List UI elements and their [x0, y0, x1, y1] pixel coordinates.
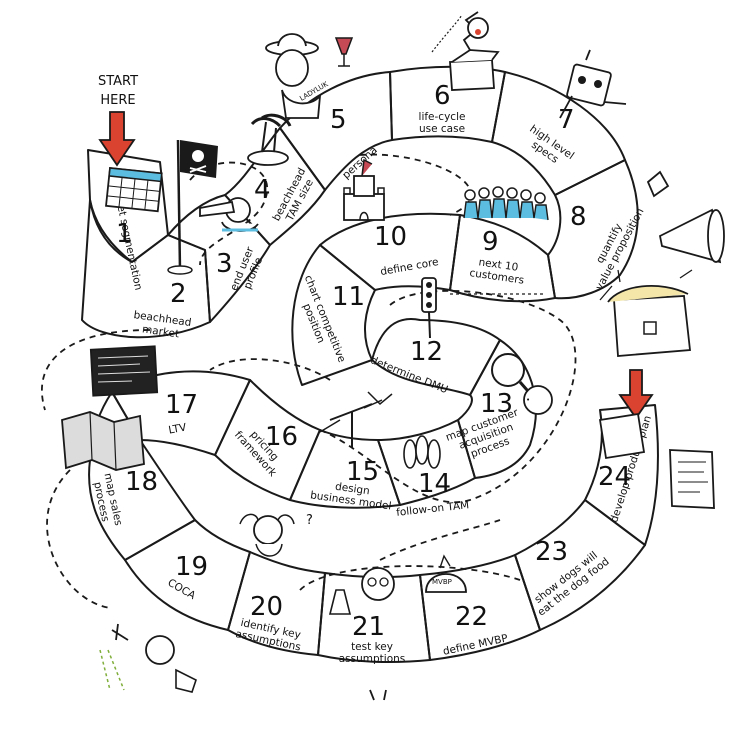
- step-20-number: 20: [250, 592, 283, 622]
- step-10-number: 10: [374, 222, 407, 252]
- castle-icon: [343, 158, 385, 221]
- step-5-number: 5: [330, 105, 347, 135]
- connector-12-16: [319, 290, 577, 503]
- step-21-number: 21: [352, 612, 385, 642]
- calendar-icon: [105, 167, 163, 213]
- start-arrow-icon: [98, 111, 136, 167]
- step-3-number: 3: [216, 249, 233, 279]
- step-1-number: 1: [116, 219, 133, 249]
- step-numbers: 1 2 3 4 5 6 7 8 9 10 11 12 13 14 15 16 1…: [116, 81, 631, 642]
- customer-figures-icon: [450, 186, 549, 295]
- igloo-text: MVBP: [432, 578, 452, 586]
- step-13-segment[interactable]: [457, 339, 537, 479]
- step-12-segment[interactable]: [371, 318, 501, 396]
- step-15-segment[interactable]: [289, 429, 401, 509]
- step-22-number: 22: [455, 602, 488, 632]
- connector-15-17: [209, 358, 331, 381]
- step-24-segment[interactable]: [584, 404, 659, 546]
- magnifier-detective-icon: •: [491, 353, 553, 415]
- step-8-segment[interactable]: [547, 159, 639, 300]
- treasure-chest-icon: [599, 269, 693, 420]
- step-20-label: identify keyassumptions: [234, 616, 304, 653]
- dashed-connectors: [40, 153, 577, 609]
- step-14-label: follow-on TAM: [396, 499, 470, 519]
- scale-icon: [319, 391, 393, 448]
- step-12-number: 12: [410, 337, 443, 367]
- igloo-icon: MVBP: [425, 554, 467, 593]
- step-23-number: 23: [535, 537, 568, 567]
- step-18-number: 18: [125, 467, 158, 497]
- product-plan-paper-icon: [598, 412, 715, 509]
- step-16-number: 16: [265, 422, 298, 452]
- connector-20-23: [299, 565, 521, 591]
- step-9-number: 9: [482, 227, 499, 257]
- step-17-label: LTV: [168, 421, 189, 436]
- step-3-label: end userprofile: [228, 245, 268, 297]
- step-18-label: map salesprocess: [90, 472, 125, 529]
- explorer-with-wine-icon: LADYLUK: [265, 33, 354, 119]
- watering-can-figure-icon: [99, 623, 197, 693]
- step-24-number: 24: [598, 462, 631, 492]
- scientist-icon: [328, 567, 395, 701]
- step-11-number: 11: [332, 282, 365, 312]
- wizard-icon: ?: [239, 513, 313, 557]
- step-14-number: 14: [418, 469, 451, 499]
- step-17-number: 17: [165, 390, 198, 420]
- bowling-pins-icon: [403, 435, 441, 469]
- chalkboard-icon: [89, 345, 159, 397]
- step-8-number: 8: [570, 202, 587, 232]
- traffic-light-icon: [421, 277, 437, 339]
- megaphone-icon: [646, 170, 725, 264]
- connector-18-19: [46, 469, 111, 609]
- connector-2-18: [40, 329, 151, 411]
- step-11-segment[interactable]: [291, 244, 376, 386]
- step-22-label: define MVBP: [442, 632, 509, 657]
- step-2-number: 2: [170, 279, 187, 309]
- map-icon: [61, 411, 145, 471]
- magnifier-tag: •: [526, 396, 530, 404]
- step-7-number: 7: [558, 105, 575, 135]
- robot-icon: [559, 49, 627, 119]
- illustrations: LADYLUK: [61, 11, 725, 701]
- island-icon: [247, 113, 292, 166]
- step-9-label: next 10customers: [469, 255, 527, 286]
- step-13-number: 13: [480, 389, 513, 419]
- step-6-number: 6: [434, 81, 451, 111]
- step-4-label: beachheadTAM size: [270, 166, 319, 229]
- step-4-number: 4: [254, 175, 271, 205]
- step-19-number: 19: [175, 552, 208, 582]
- pirate-flag-icon: [167, 139, 218, 275]
- question-mark: ?: [306, 513, 313, 528]
- jack-in-the-box-icon: [431, 11, 500, 91]
- step-8-label: quantifyvalue proposition: [583, 201, 647, 292]
- step-19-segment[interactable]: [124, 519, 251, 631]
- connector-22-14: [379, 519, 501, 561]
- step-9-segment[interactable]: [449, 214, 556, 303]
- step-15-number: 15: [346, 457, 379, 487]
- step-10-label: define core: [379, 256, 439, 278]
- telescope-person-icon: [199, 197, 259, 232]
